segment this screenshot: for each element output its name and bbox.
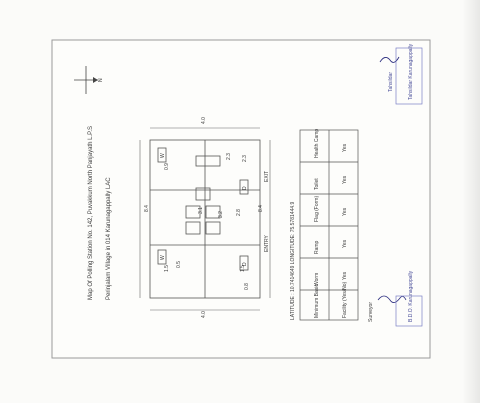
- bdo-stamp: [395, 295, 423, 327]
- tahsildar-stamp-text: Tahsildar Karunagappally: [408, 43, 414, 100]
- entry-label: ENTRY: [264, 234, 270, 252]
- floor-plan: [149, 139, 261, 299]
- surveyor-label: Surveyor: [368, 302, 374, 322]
- dim-6: 3.2: [218, 211, 224, 218]
- table-header-1: Worm: [314, 273, 320, 286]
- exit-label: EXIT: [264, 171, 270, 182]
- table-header-5: Health Camp: [314, 129, 320, 158]
- facility-table: [299, 129, 359, 321]
- table-header-0: Minimum Basic: [314, 284, 320, 318]
- dim-5: 0.9: [164, 163, 170, 170]
- north-arrow-icon: [74, 66, 98, 94]
- north-label: N: [98, 78, 104, 82]
- dim-3: 3.1: [198, 207, 204, 214]
- map-subtitle: Perinjalam Village in 014 Karunagappally…: [106, 177, 112, 300]
- room-w1: W: [160, 153, 166, 158]
- dim-top: 4.0: [201, 117, 207, 124]
- sheet-border: [51, 39, 431, 359]
- table-header-2: Ramp: [314, 240, 320, 254]
- dim-left-b: 8.4: [258, 205, 264, 212]
- tahsildar-stamp: [395, 47, 423, 105]
- dimension-lines: [139, 127, 271, 311]
- room-d1: D: [242, 186, 248, 190]
- dim-9: 1.5: [240, 265, 246, 272]
- table-row-label: Facility (Yes/No): [342, 281, 348, 318]
- surveyor-signature: [377, 295, 407, 303]
- table-cell-4: Yes: [342, 143, 348, 152]
- room-w2: W: [160, 255, 166, 260]
- table-cell-1: Yes: [342, 239, 348, 248]
- coordinates: LATITUDE : 10.7414649 LONGITUDE: 75.5781…: [290, 201, 296, 320]
- dim-10: 0.8: [244, 283, 250, 290]
- table-cell-0: Yes: [342, 271, 348, 280]
- dim-left-a: 8.4: [144, 205, 150, 212]
- table-cell-2: Yes: [342, 207, 348, 216]
- dim-7: 2.8: [236, 209, 242, 216]
- table-header-4: Toilet: [314, 178, 320, 190]
- dim-4: 2.3: [226, 153, 232, 160]
- dim-8: 2.3: [242, 155, 248, 162]
- dim-bottom: 4.0: [201, 311, 207, 318]
- tahsildar-label: Tahsildar: [388, 72, 394, 92]
- bdo-stamp-text: B.D.O. Karunagappally: [408, 270, 414, 322]
- room-d2: D: [242, 262, 248, 266]
- dim-2: 0.5: [176, 261, 182, 268]
- scan-edge-shadow: [462, 0, 480, 403]
- table-cell-3: Yes: [342, 175, 348, 184]
- map-title: Map Of Polling Station No. 142, Puvakkum…: [88, 126, 94, 300]
- dim-1: 1.5: [164, 265, 170, 272]
- table-header-3: Flag (Form): [314, 196, 320, 222]
